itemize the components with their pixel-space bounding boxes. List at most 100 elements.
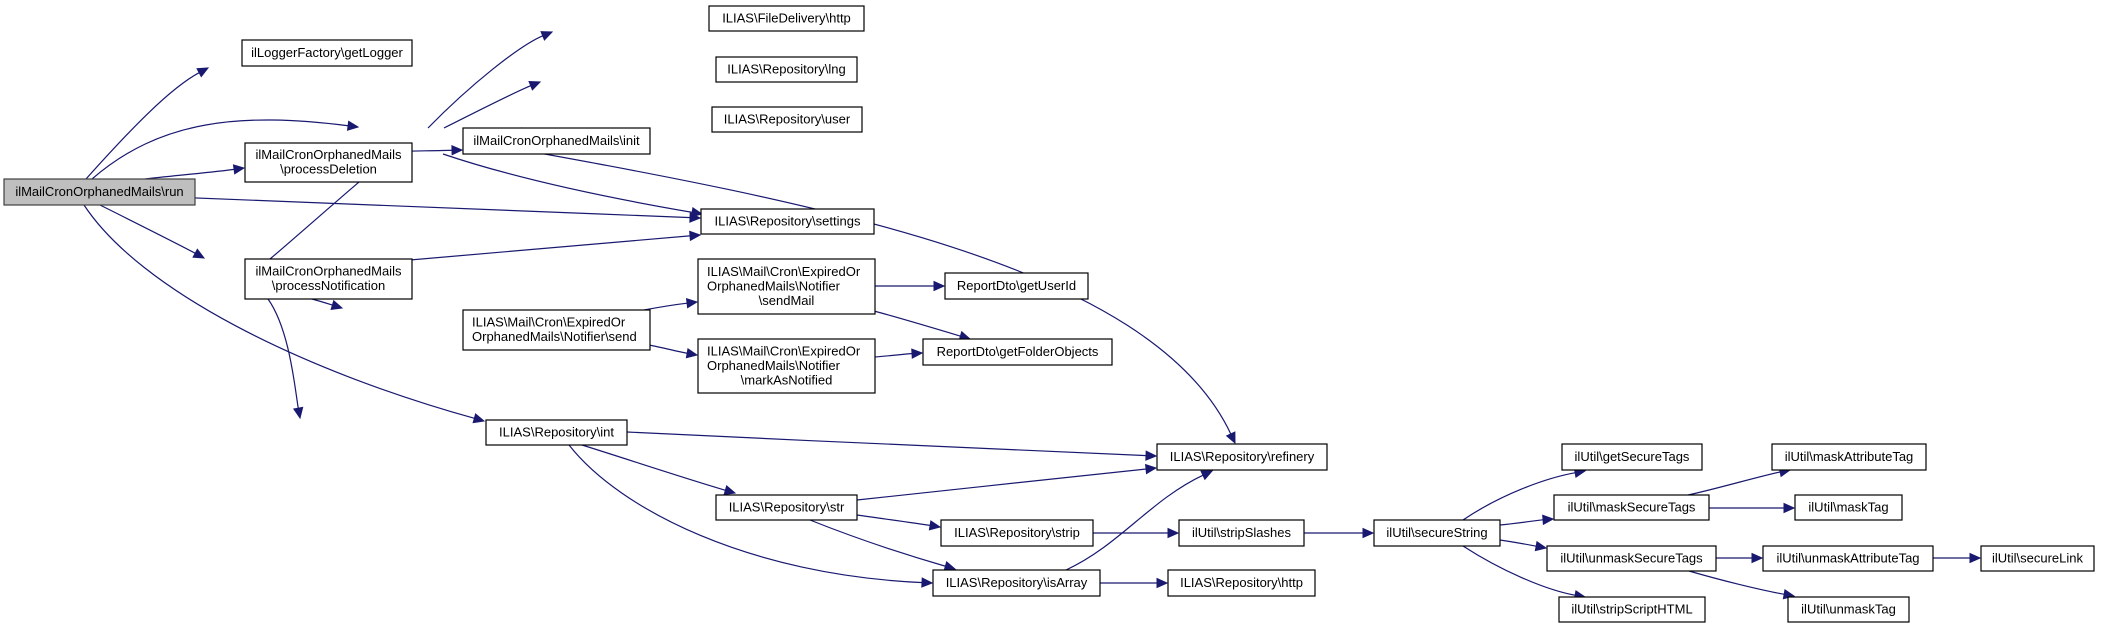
node-label: ilUtil\stripSlashes bbox=[1192, 525, 1291, 540]
node-stripScriptHTML[interactable]: ilUtil\stripScriptHTML bbox=[1558, 596, 1706, 623]
edge-sendMail-to-getUserId bbox=[873, 280, 946, 292]
node-getLogger[interactable]: ilLoggerFactory\getLogger bbox=[241, 39, 413, 67]
arrowhead-icon bbox=[928, 520, 942, 531]
node-box bbox=[922, 338, 1113, 366]
edge-line bbox=[267, 298, 300, 410]
node-label: ILIAS\Repository\refinery bbox=[1170, 449, 1315, 464]
node-processDeletion[interactable]: ilMailCronOrphanedMails\processDeletion bbox=[244, 142, 413, 183]
arrowhead-icon bbox=[943, 561, 957, 572]
node-maskTag[interactable]: ilUtil\maskTag bbox=[1794, 494, 1903, 521]
edge-secureString-to-maskSecureTags bbox=[1499, 514, 1555, 526]
arrowhead-icon bbox=[933, 280, 946, 292]
edge-line bbox=[856, 468, 1148, 501]
edge-send-to-sendMail bbox=[643, 297, 699, 311]
node-sendMail[interactable]: ILIAS\Mail\Cron\ExpiredOrOrphanedMails\N… bbox=[697, 258, 876, 315]
node-int[interactable]: ILIAS\Repository\int bbox=[485, 419, 628, 446]
arrowhead-icon bbox=[1542, 514, 1555, 526]
node-refinery[interactable]: ILIAS\Repository\refinery bbox=[1156, 443, 1328, 471]
arrowhead-icon bbox=[346, 120, 360, 131]
node-label: ilUtil\secureLink bbox=[1992, 550, 2084, 565]
node-getSecureTags[interactable]: ilUtil\getSecureTags bbox=[1561, 443, 1703, 471]
arrowhead-icon bbox=[472, 413, 486, 424]
arrowhead-icon bbox=[1751, 552, 1764, 564]
node-label: ilUtil\unmaskAttributeTag bbox=[1776, 550, 1919, 565]
node-init[interactable]: ilMailCronOrphanedMails\init bbox=[462, 127, 651, 155]
arrowhead-icon bbox=[292, 406, 304, 420]
arrowhead-icon bbox=[540, 31, 554, 41]
node-label: ilUtil\maskAttributeTag bbox=[1785, 449, 1914, 464]
arrowhead-icon bbox=[685, 347, 699, 359]
node-label: ILIAS\Repository\str bbox=[729, 499, 845, 514]
edge-sendMail-to-getFolderObjects bbox=[873, 310, 972, 342]
arrowhead-icon bbox=[1783, 502, 1796, 514]
node-send[interactable]: ILIAS\Mail\Cron\ExpiredOrOrphanedMails\N… bbox=[462, 309, 651, 351]
node-box bbox=[940, 519, 1094, 547]
node-label: \sendMail bbox=[759, 293, 815, 308]
node-secureString[interactable]: ilUtil\secureString bbox=[1373, 519, 1501, 547]
node-maskAttributeTag[interactable]: ilUtil\maskAttributeTag bbox=[1771, 443, 1927, 471]
node-box bbox=[715, 56, 858, 83]
edge-line bbox=[873, 352, 914, 358]
node-box bbox=[462, 309, 651, 351]
node-box bbox=[1794, 494, 1903, 521]
node-isArray[interactable]: ILIAS\Repository\isArray bbox=[932, 569, 1101, 597]
node-box bbox=[1156, 443, 1328, 471]
node-label: ilMailCronOrphanedMails\init bbox=[473, 133, 640, 148]
node-secureLink[interactable]: ilUtil\secureLink bbox=[1980, 545, 2095, 572]
node-processNotification[interactable]: ilMailCronOrphanedMails\processNotificat… bbox=[244, 258, 413, 300]
node-box bbox=[241, 39, 413, 67]
node-label: ilUtil\secureString bbox=[1386, 525, 1487, 540]
node-strip[interactable]: ILIAS\Repository\strip bbox=[940, 519, 1094, 547]
arrowhead-icon bbox=[1145, 463, 1158, 475]
edge-line bbox=[809, 519, 947, 568]
node-stripSlashes[interactable]: ilUtil\stripSlashes bbox=[1178, 519, 1305, 547]
node-label: ilUtil\getSecureTags bbox=[1575, 449, 1690, 464]
edge-unmaskSecureTags-to-unmaskAttributeTag bbox=[1716, 552, 1764, 564]
node-label: ILIAS\Mail\Cron\ExpiredOr bbox=[707, 264, 861, 279]
node-label: \processNotification bbox=[272, 278, 385, 293]
node-str[interactable]: ILIAS\Repository\str bbox=[715, 494, 858, 521]
node-box bbox=[1561, 443, 1703, 471]
node-unmaskTag[interactable]: ilUtil\unmaskTag bbox=[1787, 596, 1910, 623]
node-user[interactable]: ILIAS\Repository\user bbox=[711, 106, 863, 133]
node-label: OrphanedMails\Notifier bbox=[707, 278, 841, 293]
node-getUserId[interactable]: ReportDto\getUserId bbox=[944, 272, 1089, 300]
node-box bbox=[1762, 545, 1934, 572]
edge-run-to-settings bbox=[145, 195, 702, 223]
edge-line bbox=[1688, 570, 1786, 596]
node-box bbox=[932, 569, 1101, 597]
node-run[interactable]: ilMailCronOrphanedMails\run bbox=[3, 178, 196, 206]
node-lng[interactable]: ILIAS\Repository\lng bbox=[715, 56, 858, 83]
node-label: ReportDto\getUserId bbox=[957, 278, 1076, 293]
edge-line bbox=[443, 84, 532, 129]
node-label: ReportDto\getFolderObjects bbox=[937, 344, 1099, 359]
node-label: ILIAS\Repository\settings bbox=[715, 213, 861, 228]
node-settings[interactable]: ILIAS\Repository\settings bbox=[700, 208, 875, 235]
edge-isArray-to-repoHttp bbox=[1100, 577, 1169, 589]
node-label: \markAsNotified bbox=[741, 372, 833, 387]
node-box bbox=[462, 127, 651, 155]
edge-line bbox=[643, 302, 689, 311]
node-label: ILIAS\Repository\isArray bbox=[946, 575, 1088, 590]
node-label: ilUtil\unmaskSecureTags bbox=[1560, 550, 1703, 565]
node-maskSecureTags[interactable]: ilUtil\maskSecureTags bbox=[1553, 494, 1710, 521]
edge-init-to-settings bbox=[442, 153, 704, 218]
node-label: ILIAS\Mail\Cron\ExpiredOr bbox=[707, 343, 861, 358]
node-fdHttp[interactable]: ILIAS\FileDelivery\http bbox=[708, 5, 865, 32]
node-getFolderObjects[interactable]: ReportDto\getFolderObjects bbox=[922, 338, 1113, 366]
node-unmaskSecureTags[interactable]: ilUtil\unmaskSecureTags bbox=[1546, 545, 1717, 572]
edge-run-to-init bbox=[91, 119, 360, 180]
edge-line bbox=[626, 431, 1148, 457]
node-box bbox=[715, 494, 858, 521]
node-label: ilUtil\maskTag bbox=[1808, 499, 1888, 514]
node-box bbox=[244, 142, 413, 183]
node-unmaskAttributeTag[interactable]: ilUtil\unmaskAttributeTag bbox=[1762, 545, 1934, 572]
edge-line bbox=[1065, 474, 1205, 571]
arrowhead-icon bbox=[1145, 450, 1158, 461]
node-repoHttp[interactable]: ILIAS\Repository\http bbox=[1167, 569, 1316, 597]
arrowhead-icon bbox=[1225, 431, 1236, 445]
edge-int-to-isArray bbox=[568, 444, 934, 588]
arrowhead-icon bbox=[451, 144, 464, 156]
node-label: ILIAS\Mail\Cron\ExpiredOr bbox=[472, 315, 626, 330]
node-markAsNotified[interactable]: ILIAS\Mail\Cron\ExpiredOrOrphanedMails\N… bbox=[697, 338, 876, 394]
